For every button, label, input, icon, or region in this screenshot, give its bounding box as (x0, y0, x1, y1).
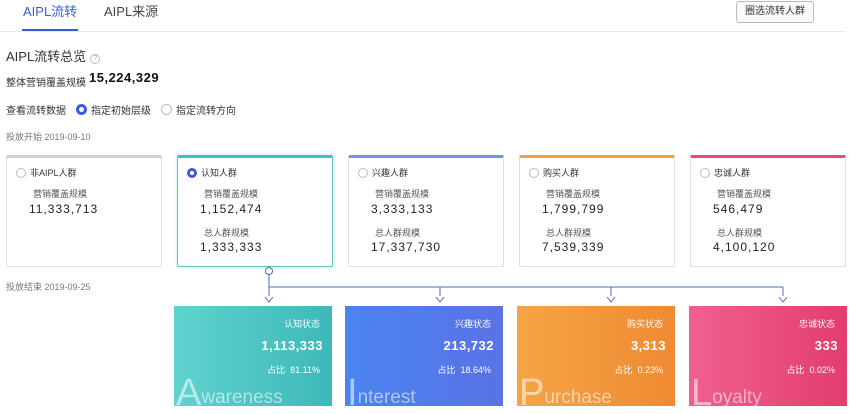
stage-value: 213,732 (443, 338, 494, 353)
watermark-rest: wareness (201, 387, 283, 406)
cover-label: 营销覆盖规模 (375, 189, 430, 199)
radio-checked-icon[interactable] (76, 104, 87, 115)
card-title: 忠诚人群 (714, 168, 751, 178)
card-title: 兴趣人群 (372, 168, 409, 178)
watermark-cap: L (691, 372, 713, 406)
cover-label: 营销覆盖规模 (717, 189, 772, 199)
stage-watermark: Purchase (519, 374, 612, 406)
card-head: 忠诚人群 (700, 166, 750, 179)
cover-value: 11,333,713 (29, 202, 99, 216)
cover-label: 营销覆盖规模 (204, 189, 259, 199)
cover-value: 546,479 (713, 202, 764, 216)
option-label: 指定流转方向 (176, 106, 236, 117)
ratio-label: 占比 (614, 365, 633, 375)
end-date-label: 投放结束 2019-09-25 (6, 282, 91, 292)
cover-value: 1,152,474 (200, 202, 263, 216)
card-head: 认知人群 (187, 166, 237, 179)
flow-origin-icon (265, 267, 273, 275)
total-value: 7,539,339 (542, 240, 605, 254)
card-purchase[interactable]: 购买人群 营销覆盖规模 1,799,799 总人群规模 7,539,339 (519, 155, 675, 267)
stage-ratio: 占比 0.23% (614, 363, 663, 376)
watermark-rest: oyalty (712, 387, 762, 406)
ratio-label: 占比 (786, 365, 805, 375)
ratio-value: 18.64% (460, 365, 491, 375)
stage-name: 认知状态 (283, 319, 320, 329)
stage-loyalty[interactable]: 忠诚状态 333 占比 0.02% Loyalty (689, 306, 847, 406)
total-value: 17,337,730 (371, 240, 442, 254)
stage-value: 3,313 (630, 338, 666, 353)
stage-purchase[interactable]: 购买状态 3,313 占比 0.23% Purchase (517, 306, 675, 406)
tab-aipl-flow[interactable]: AIPL流转 (22, 4, 79, 31)
watermark-cap: P (519, 372, 545, 406)
stage-value: 1,113,333 (261, 338, 323, 353)
tab-aipl-source[interactable]: AIPL来源 (104, 4, 159, 19)
card-title: 非AIPL人群 (30, 168, 77, 178)
radio-unchecked-icon[interactable] (161, 104, 172, 115)
section-title: AIPL流转总览? (6, 46, 101, 65)
stage-ratio: 占比 81.11% (267, 363, 320, 376)
ratio-label: 占比 (437, 365, 456, 375)
card-title: 购买人群 (543, 168, 580, 178)
ratio-value: 0.23% (637, 365, 663, 375)
option-label: 指定初始层级 (91, 106, 151, 117)
card-interest[interactable]: 兴趣人群 营销覆盖规模 3,333,133 总人群规模 17,337,730 (348, 155, 504, 267)
watermark-rest: urchase (544, 387, 612, 406)
total-label: 总人群规模 (717, 228, 763, 238)
view-label: 查看流转数据 (6, 106, 66, 117)
card-head: 购买人群 (529, 166, 579, 179)
stage-interest[interactable]: 兴趣状态 213,732 占比 18.64% Interest (345, 306, 503, 406)
tab-bar: AIPL流转 AIPL来源 圈选流转人群 (0, 0, 845, 32)
stage-name: 兴趣状态 (454, 319, 491, 329)
total-label: 总人群规模 (204, 228, 250, 238)
radio-unchecked-icon[interactable] (16, 167, 26, 178)
radio-checked-icon[interactable] (187, 167, 197, 178)
stage-awareness[interactable]: 认知状态 1,113,333 占比 81.11% Awareness (174, 306, 332, 406)
radio-unchecked-icon[interactable] (700, 167, 710, 178)
view-options-row: 查看流转数据 指定初始层级 指定流转方向 (6, 102, 236, 117)
card-awareness[interactable]: 认知人群 营销覆盖规模 1,152,474 总人群规模 1,333,333 (177, 155, 333, 267)
card-title: 认知人群 (201, 168, 238, 178)
watermark-rest: nterest (357, 387, 416, 406)
stage-name: 忠诚状态 (798, 319, 835, 329)
card-loyalty[interactable]: 忠诚人群 营销覆盖规模 546,479 总人群规模 4,100,120 (690, 155, 846, 267)
cover-label: 营销覆盖规模 (33, 189, 88, 199)
radio-unchecked-icon[interactable] (358, 167, 368, 178)
card-head: 非AIPL人群 (16, 166, 77, 179)
option-initial-level[interactable]: 指定初始层级 (76, 102, 151, 117)
help-circle-icon[interactable]: ? (90, 54, 101, 64)
stage-watermark: Interest (347, 374, 416, 406)
start-date-label: 投放开始 2019-09-10 (6, 132, 91, 142)
stage-name: 购买状态 (626, 319, 663, 329)
watermark-cap: I (347, 372, 358, 406)
cover-value: 1,799,799 (542, 202, 605, 216)
cover-label: 营销覆盖规模 (546, 189, 601, 199)
radio-unchecked-icon[interactable] (529, 167, 539, 178)
card-non-aipl[interactable]: 非AIPL人群 营销覆盖规模 11,333,713 (6, 155, 162, 267)
card-head: 兴趣人群 (358, 166, 408, 179)
total-value: 1,333,333 (200, 240, 263, 254)
option-flow-direction[interactable]: 指定流转方向 (161, 102, 236, 117)
stage-ratio: 占比 18.64% (437, 363, 491, 376)
ratio-value: 81.11% (290, 365, 320, 375)
total-label: 总人群规模 (375, 228, 421, 238)
total-value: 4,100,120 (713, 240, 776, 254)
section-title-text: AIPL流转总览 (6, 49, 87, 64)
stage-watermark: Awareness (176, 374, 283, 406)
arrow-down-icon (778, 296, 788, 303)
stage-watermark: Loyalty (691, 374, 762, 406)
ratio-value: 0.02% (809, 365, 835, 375)
overall-value: 15,224,329 (89, 70, 160, 85)
arrow-down-icon (606, 296, 616, 303)
stage-ratio: 占比 0.02% (786, 363, 835, 376)
arrow-down-icon (264, 296, 274, 303)
watermark-cap: A (176, 372, 202, 406)
cover-value: 3,333,133 (371, 202, 434, 216)
ratio-label: 占比 (267, 365, 286, 375)
total-label: 总人群规模 (546, 228, 592, 238)
overall-label: 整体营销覆盖规模 (6, 78, 86, 89)
stage-value: 333 (814, 338, 838, 353)
arrow-down-icon (435, 296, 445, 303)
flow-connector (264, 267, 788, 303)
select-flow-crowd-button[interactable]: 圈选流转人群 (736, 1, 814, 23)
